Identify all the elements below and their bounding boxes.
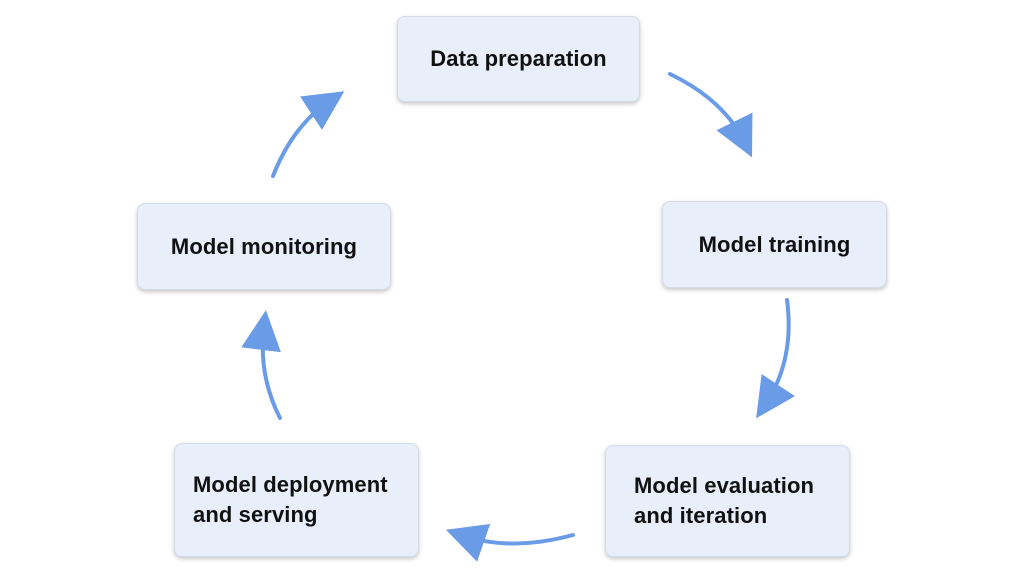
node-model-deployment: Model deployment and serving [174,443,419,557]
node-label: Model deployment and serving [193,472,388,527]
node-label: Model training [698,231,851,257]
node-label: Model evaluation and iteration [634,473,815,528]
node-label: Data preparation [430,46,607,71]
arrow-monitoring-to-data [271,91,345,178]
node-model-monitoring: Model monitoring [137,203,391,290]
arrow-deployment-to-monitoring [241,310,282,420]
node-label: Model monitoring [170,233,358,259]
node-model-evaluation: Model evaluation and iteration [605,445,850,557]
arrow-data-to-training [668,72,753,158]
node-data-preparation: Data preparation [397,16,640,102]
arrow-training-to-evaluation [756,298,795,419]
node-model-training: Model training [662,201,887,288]
arrow-evaluation-to-deployment [445,523,575,562]
